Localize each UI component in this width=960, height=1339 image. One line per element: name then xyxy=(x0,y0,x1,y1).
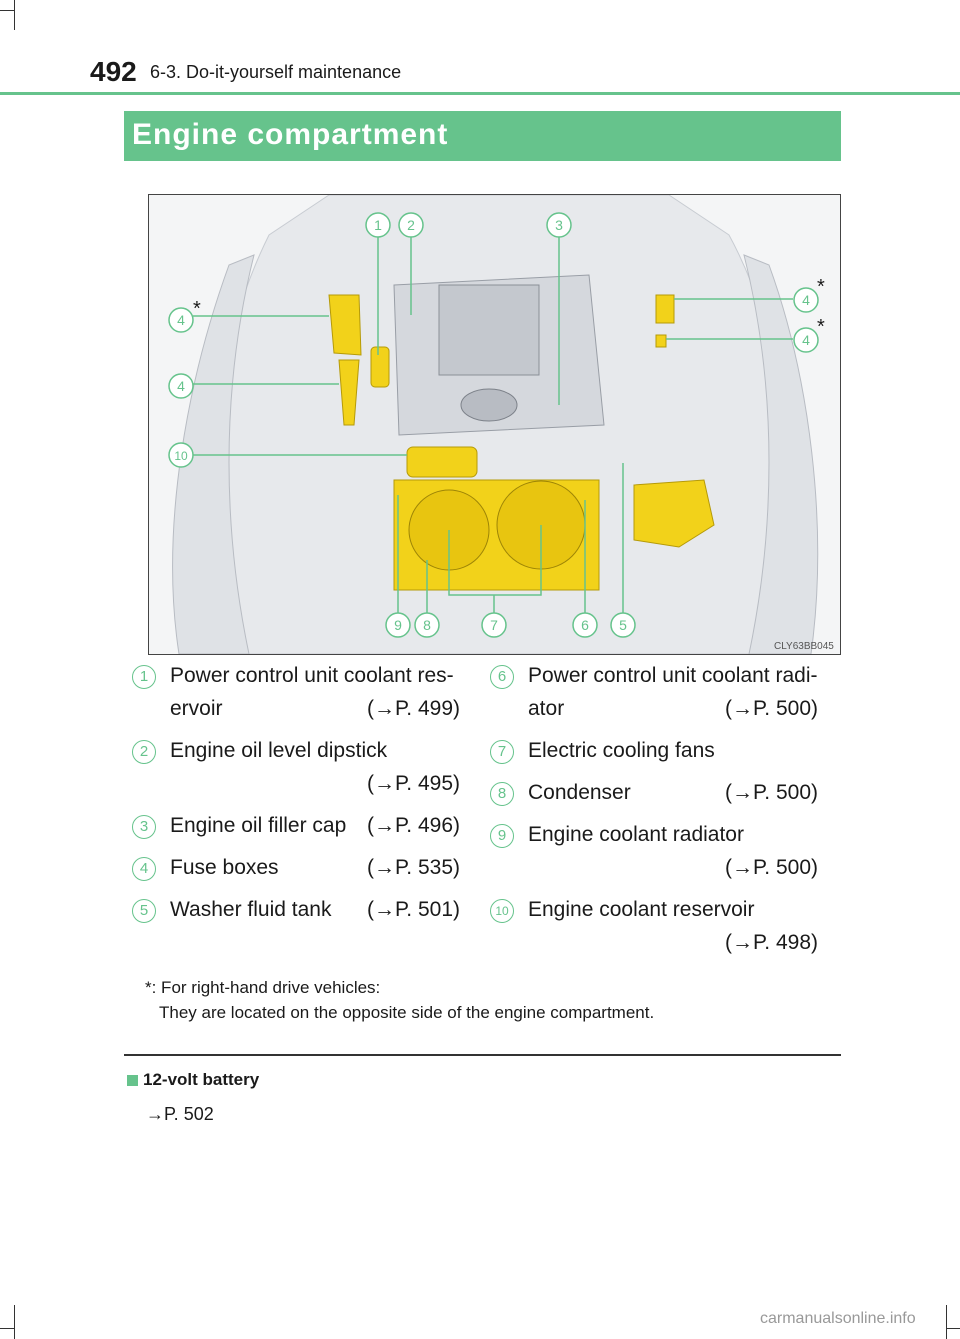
page-ref: (→P. 498) xyxy=(725,931,818,954)
page-ref: (→P. 496) xyxy=(367,814,460,837)
legend-item-8: 8 Condenser (→P. 500) xyxy=(490,776,818,809)
legend-text: Power control unit coolant res- xyxy=(170,664,454,687)
page-ref: (→P. 500) xyxy=(725,781,818,804)
legend-number: 1 xyxy=(132,665,156,689)
legend-text: Engine coolant reservoir xyxy=(528,898,755,921)
legend-text: Engine oil level dipstick xyxy=(170,739,388,762)
callout-label: 6 xyxy=(581,617,589,633)
callout-label: 4 xyxy=(177,378,185,394)
callout-label: 4 xyxy=(177,312,185,328)
page-ref: (→P. 499) xyxy=(367,697,460,720)
callout-label: 10 xyxy=(174,449,188,463)
page-ref: (→P. 500) xyxy=(725,697,818,720)
footnote: *: For right-hand drive vehicles: They a… xyxy=(145,975,654,1025)
section-title: 6-3. Do-it-yourself maintenance xyxy=(150,62,402,82)
legend-item-3: 3 Engine oil filler cap (→P. 496) xyxy=(132,809,460,842)
callout-label: 7 xyxy=(490,617,498,633)
legend-item-1: 1 Power control unit coolant res- ervoir… xyxy=(132,659,460,725)
legend-number: 3 xyxy=(132,815,156,839)
legend-item-4: 4 Fuse boxes (→P. 535) xyxy=(132,851,460,884)
legend-number: 4 xyxy=(132,857,156,881)
callout-label: 2 xyxy=(407,217,415,233)
legend-item-6: 6 Power control unit coolant radi- ator … xyxy=(490,659,818,725)
figure-code: CLY63BB045 xyxy=(774,641,834,652)
page-ref: (→P. 495) xyxy=(367,772,460,795)
engine-compartment-figure: 1 2 3 4 4 4 4 10 9 8 7 6 5 * * * CLY63BB… xyxy=(148,194,841,655)
divider xyxy=(124,1054,841,1056)
crop-mark xyxy=(14,0,15,30)
asterisk-mark: * xyxy=(817,276,825,298)
crop-mark xyxy=(946,1328,960,1329)
crop-mark xyxy=(0,10,14,11)
legend-text: Electric cooling fans xyxy=(528,739,715,762)
footnote-line: *: For right-hand drive vehicles: xyxy=(145,978,381,997)
legend-number: 5 xyxy=(132,899,156,923)
legend-number: 8 xyxy=(490,782,514,806)
callout-label: 5 xyxy=(619,617,627,633)
legend-text: Washer fluid tank xyxy=(170,898,332,921)
subsection-ref: →P. 502 xyxy=(146,1104,214,1124)
section-banner: Engine compartment xyxy=(124,111,841,161)
crop-mark xyxy=(14,1305,15,1339)
callout-label: 4 xyxy=(802,292,810,308)
legend-number: 6 xyxy=(490,665,514,689)
legend-item-5: 5 Washer fluid tank (→P. 501) xyxy=(132,893,460,926)
legend-text: ator xyxy=(528,697,565,720)
legend-text: Fuse boxes xyxy=(170,856,279,879)
page-number: 492 xyxy=(90,56,137,87)
page-ref: (→P. 500) xyxy=(725,856,818,879)
callout-label: 4 xyxy=(802,332,810,348)
crop-mark xyxy=(0,1328,14,1329)
page-ref: (→P. 501) xyxy=(367,898,460,921)
legend-text: Engine oil filler cap xyxy=(170,814,347,837)
legend-number: 7 xyxy=(490,740,514,764)
page-ref: (→P. 535) xyxy=(367,856,460,879)
legend-item-2: 2 Engine oil level dipstick (→P. 495) xyxy=(132,734,460,800)
asterisk-mark: * xyxy=(193,298,201,320)
legend-item-10: 10 Engine coolant reservoir (→P. 498) xyxy=(490,893,818,959)
header-rule xyxy=(0,92,960,95)
legend-text: Condenser xyxy=(528,781,631,804)
asterisk-mark: * xyxy=(817,316,825,338)
subsection-title: 12-volt battery xyxy=(143,1070,260,1089)
callout-label: 1 xyxy=(374,217,382,233)
callout-label: 9 xyxy=(394,617,402,633)
engine-diagram: 1 2 3 4 4 4 4 10 9 8 7 6 5 * * * CLY63BB… xyxy=(149,195,840,654)
callout-circles xyxy=(168,212,819,638)
square-bullet-icon xyxy=(127,1075,138,1086)
legend-item-7: 7 Electric cooling fans xyxy=(490,734,818,767)
legend-text: Engine coolant radiator xyxy=(528,823,744,846)
watermark: carmanualsonline.info xyxy=(760,1310,916,1327)
legend-text: ervoir xyxy=(170,697,223,720)
callout-label: 8 xyxy=(423,617,431,633)
legend-number: 2 xyxy=(132,740,156,764)
legend-number: 9 xyxy=(490,824,514,848)
legend-item-9: 9 Engine coolant radiator (→P. 500) xyxy=(490,818,818,884)
callout-label: 3 xyxy=(555,217,563,233)
footnote-line: They are located on the opposite side of… xyxy=(159,1003,655,1022)
legend-text: Power control unit coolant radi- xyxy=(528,664,818,687)
legend-number: 10 xyxy=(490,899,514,923)
crop-mark xyxy=(946,1305,947,1339)
